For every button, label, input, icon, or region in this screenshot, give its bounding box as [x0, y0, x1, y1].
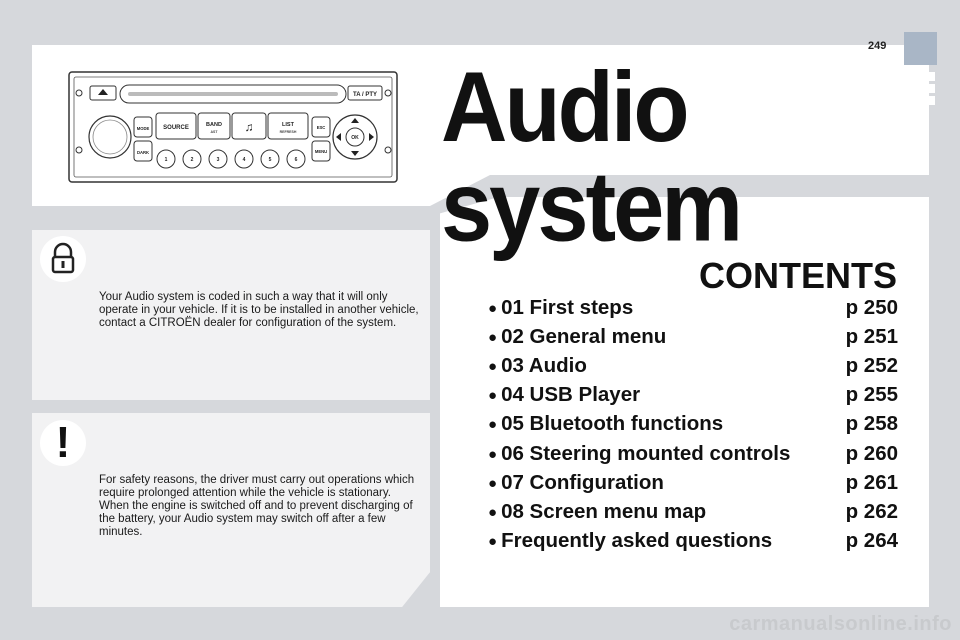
toc-page: p 252	[845, 353, 898, 377]
ta-pty-button-label[interactable]: TA / PTY	[353, 92, 377, 98]
list-button-label[interactable]: LIST	[282, 122, 295, 128]
toc-page: p 251	[845, 324, 898, 348]
source-button-label[interactable]: SOURCE	[163, 125, 189, 131]
arrow-right-icon[interactable]	[369, 133, 374, 141]
radio-faceplate: TA / PTY MODE DARK SOURCE BAND AST ♫ LIS…	[68, 71, 398, 183]
watermark: carmanualsonline.info	[729, 613, 952, 635]
preset-2-label[interactable]: 2	[191, 157, 194, 163]
preset-5-label[interactable]: 5	[269, 157, 272, 163]
section-tab-marker	[926, 84, 935, 93]
section-tab-marker	[926, 96, 935, 105]
preset-buttons[interactable]: 1 2 3 4 5 6	[156, 149, 306, 169]
warning-note-text: For safety reasons, the driver must carr…	[99, 474, 429, 539]
ok-button-label[interactable]: OK	[351, 135, 359, 141]
lock-note-panel	[32, 230, 430, 400]
lock-note-text: Your Audio system is coded in such a way…	[99, 291, 419, 329]
toc-page: p 262	[845, 499, 898, 523]
band-button-label[interactable]: BAND	[206, 122, 222, 128]
mode-button-label[interactable]: MODE	[137, 126, 150, 131]
warning-note-paragraph-1: For safety reasons, the driver must carr…	[99, 474, 415, 499]
preset-6-label[interactable]: 6	[295, 157, 298, 163]
contents-heading: CONTENTS	[699, 255, 897, 296]
warning-note-panel	[32, 413, 430, 607]
eject-icon[interactable]	[98, 89, 108, 95]
page-title: Audio system	[441, 52, 743, 263]
page-number: 249	[868, 40, 887, 52]
warning-note-paragraph-2: When the engine is switched off and to p…	[99, 500, 413, 538]
toc-page: p 264	[845, 529, 898, 553]
toc-page: p 260	[845, 441, 898, 465]
toc-page: p 258	[845, 412, 898, 436]
arrow-down-icon[interactable]	[351, 151, 359, 156]
volume-knob[interactable]	[88, 115, 132, 159]
list-sub-label: REFRESH	[280, 130, 297, 134]
mounting-holes	[75, 89, 83, 154]
esc-button-label[interactable]: ESC	[317, 125, 326, 130]
arrow-left-icon[interactable]	[336, 133, 341, 141]
music-note-icon[interactable]: ♫	[245, 120, 254, 134]
decorative-band	[430, 175, 940, 215]
mounting-holes-right	[384, 89, 392, 154]
section-tab-marker	[926, 72, 935, 81]
band-sub-label: AST	[211, 130, 219, 134]
preset-1-label[interactable]: 1	[165, 157, 168, 163]
arrow-up-icon[interactable]	[351, 118, 359, 123]
lock-icon	[40, 236, 86, 282]
menu-button-label[interactable]: MENU	[315, 149, 327, 154]
toc-page: p 255	[845, 383, 898, 407]
section-tab	[904, 32, 937, 65]
preset-4-label[interactable]: 4	[243, 157, 246, 163]
preset-3-label[interactable]: 3	[217, 157, 220, 163]
toc-page: p 250	[845, 295, 898, 319]
warning-mark: !	[55, 418, 71, 467]
dark-button-label[interactable]: DARK	[137, 150, 149, 155]
warning-icon: !	[40, 420, 86, 466]
toc-page: p 261	[845, 470, 898, 494]
